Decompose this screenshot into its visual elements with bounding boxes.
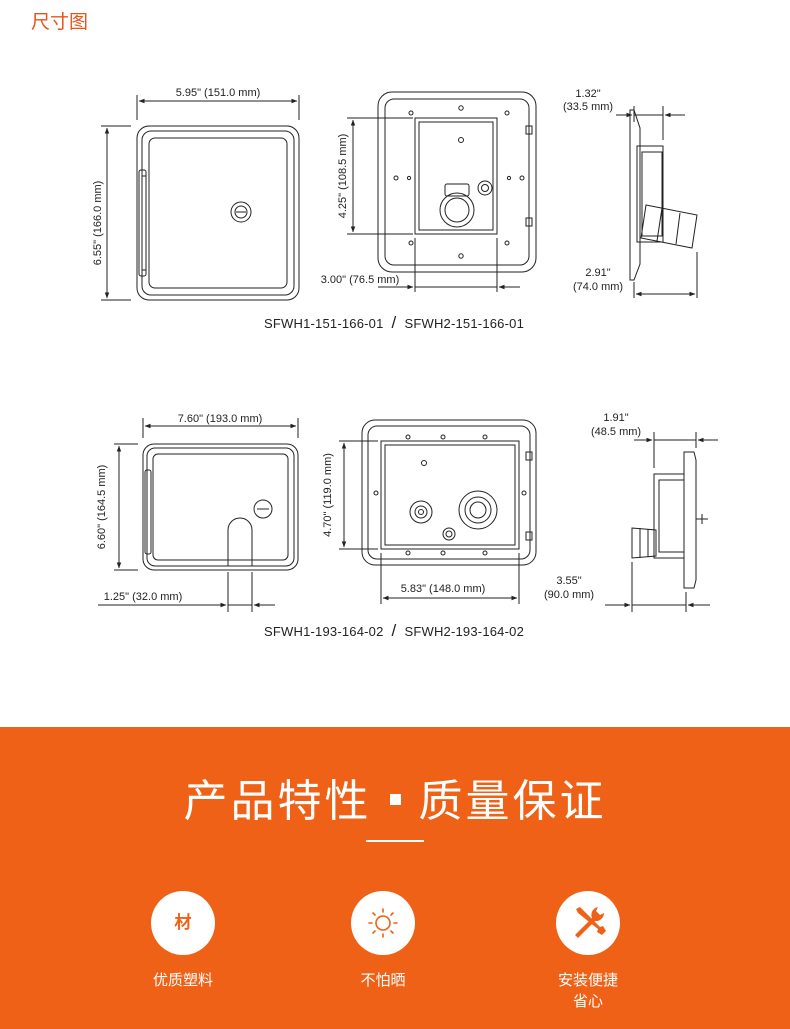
- model-separator: /: [391, 313, 397, 332]
- tools-icon: [556, 891, 620, 955]
- d2-depth-total-mm: (90.0 mm): [544, 589, 594, 601]
- feature-label: 优质塑料: [152, 971, 213, 989]
- model-1b: SFWH2-151-166-01: [404, 316, 524, 331]
- d1-depth-total-mm: (74.0 mm): [573, 281, 623, 293]
- model-2b: SFWH2-193-164-02: [404, 624, 524, 639]
- square-bullet-icon: [389, 793, 401, 805]
- d1-depth-total-in: 2.91": [585, 267, 610, 279]
- features-title-right: 质量保证: [418, 776, 607, 827]
- door-front-view-2: [142, 443, 299, 571]
- model-line-1: SFWH1-151-166-01 / SFWH2-151-166-01: [264, 313, 524, 333]
- d2-cutout-height-dim: 4.70" (119.0 mm): [322, 453, 334, 537]
- d2-slot-dim: 1.25" (32.0 mm): [104, 591, 183, 603]
- model-1a: SFWH1-151-166-01: [264, 316, 384, 331]
- feature-label-line1: 安装便捷: [557, 971, 618, 989]
- sun-icon: [351, 891, 415, 955]
- model-line-2: SFWH1-193-164-02 / SFWH2-193-164-02: [264, 621, 524, 641]
- d2-depth-total-in: 3.55": [556, 575, 581, 587]
- feature-material: 材 优质塑料: [113, 891, 253, 991]
- rear-view-1: [377, 91, 537, 273]
- d2-width-dim: 7.60" (193.0 mm): [178, 413, 263, 425]
- door-front-view-1: [136, 125, 300, 301]
- feature-label: 不怕晒: [360, 971, 406, 989]
- material-icon: 材: [151, 891, 215, 955]
- d1-depth-outer-mm: (33.5 mm): [563, 101, 613, 113]
- d1-cutout-width-dim: 3.00" (76.5 mm): [321, 274, 400, 286]
- d2-depth-outer-in: 1.91": [603, 412, 628, 424]
- d1-width-dim: 5.95" (151.0 mm): [176, 87, 261, 99]
- d1-depth-outer-in: 1.32": [575, 88, 600, 100]
- side-view-2: [631, 451, 708, 589]
- title-divider: [366, 840, 424, 842]
- features-section: 产品特性质量保证 材 优质塑料 不怕晒: [0, 727, 790, 1029]
- model-2a: SFWH1-193-164-02: [264, 624, 384, 639]
- d2-cutout-width-dim: 5.83" (148.0 mm): [401, 583, 486, 595]
- d2-depth-outer-mm: (48.5 mm): [591, 426, 641, 438]
- dimension-drawings: 5.95" (151.0 mm) 6.55" (166.0 mm) 4.25" …: [92, 87, 718, 612]
- feature-label: 安装便捷 省心: [518, 970, 658, 1012]
- d2-height-dim: 6.60" (164.5 mm): [96, 465, 108, 550]
- features-title: 产品特性质量保证: [0, 765, 790, 829]
- d1-cutout-height-dim: 4.25" (108.5 mm): [337, 134, 349, 219]
- rear-view-2: [361, 419, 537, 566]
- material-icon-text: 材: [174, 913, 192, 933]
- feature-sun-resistant: 不怕晒: [313, 891, 453, 991]
- model-separator: /: [391, 621, 397, 640]
- features-title-left: 产品特性: [183, 776, 372, 827]
- feature-label-line2: 省心: [572, 992, 603, 1010]
- feature-easy-install: 安装便捷 省心: [518, 891, 658, 1012]
- d1-height-dim: 6.55" (166.0 mm): [92, 181, 104, 266]
- page-title: 尺寸图: [31, 11, 89, 33]
